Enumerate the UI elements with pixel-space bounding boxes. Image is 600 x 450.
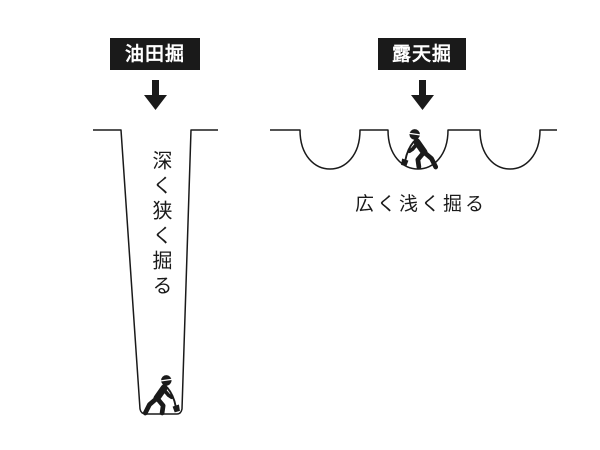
open-pit-digging-label: 露天掘 (378, 38, 466, 70)
down-arrow-icon (144, 95, 167, 110)
worker-helmet-band (409, 132, 421, 136)
shovel-shaft (166, 386, 177, 408)
worker-front-leg (155, 396, 166, 416)
worker-back-leg (421, 149, 439, 170)
deep-narrow-caption: 深く狭く掘る (149, 150, 173, 300)
digging-worker-icon (401, 129, 439, 170)
down-arrow-icon (411, 95, 434, 110)
worker-arm (407, 140, 420, 154)
left-arrow (144, 80, 167, 110)
worker-arm (161, 386, 174, 400)
right-arrow (411, 80, 434, 110)
shovel-blade (401, 158, 409, 167)
down-arrow-shaft (419, 80, 426, 96)
worker-front-leg (415, 150, 426, 170)
oil-field-digging-label: 油田掘 (110, 38, 200, 70)
shovel-blade (172, 404, 180, 413)
worker-helmet-band (160, 378, 172, 382)
shovel-shaft (404, 140, 415, 162)
down-arrow-shaft (152, 80, 159, 96)
digging-worker-icon (142, 375, 180, 416)
wide-shallow-caption: 広く浅く掘る (355, 193, 488, 215)
worker-back-leg (142, 395, 160, 416)
